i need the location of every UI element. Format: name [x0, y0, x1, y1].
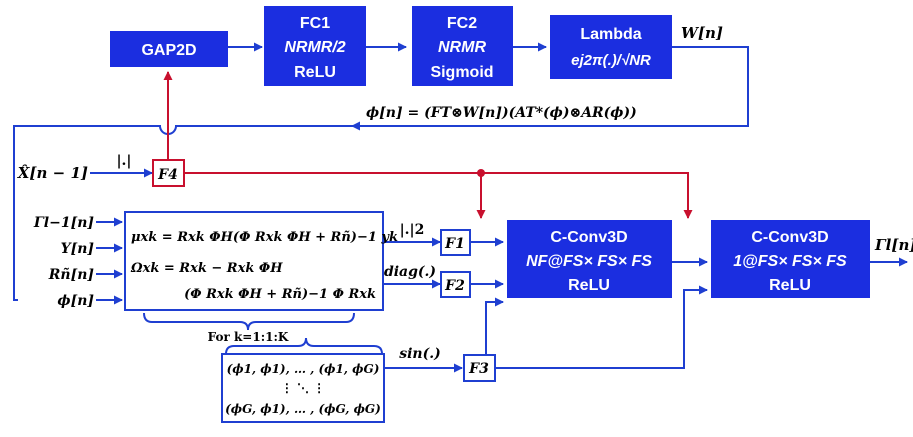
fc1-formula: NRMR/2: [284, 39, 345, 56]
f4-block: F4: [152, 159, 185, 187]
f1-label: F1: [444, 236, 465, 252]
grid-row-2: ⋮ ⋱ ⋮: [281, 381, 325, 395]
fc1-title: FC1: [300, 15, 330, 32]
diag-operator-label: diag(.): [384, 264, 436, 280]
wire-phi-trunk: [13, 125, 352, 301]
abs-squared-operator-label: |.|2: [400, 222, 425, 238]
abs-operator-label: |.|: [116, 153, 131, 169]
omega-equation-2: (Φ Rxk ΦH + Rñ)−1 Φ Rxk: [184, 287, 376, 302]
wire-w-feedback: [351, 46, 749, 131]
wire-f3-conv2: [495, 285, 708, 369]
grid-row-1: (ϕ1, ϕ1), … , (ϕ1, ϕG): [227, 362, 380, 376]
y-input-label: Y[n]: [61, 241, 95, 257]
fc2-formula: NRMR: [438, 39, 486, 56]
f2-block: F2: [440, 271, 471, 298]
phi-equation: ϕ[n] = (FT⊗W[n])(AT*(ϕ)⊗AR(ϕ)): [366, 105, 637, 121]
w-output-label: W[n]: [681, 24, 723, 42]
fc2-block: FC2 NRMR Sigmoid: [412, 6, 513, 86]
cconv2-title: C-Conv3D: [751, 229, 828, 246]
gap2d-block: GAP2D: [110, 31, 228, 67]
f3-label: F3: [468, 361, 489, 377]
fc1-block: FC1 NRMR/2 ReLU: [264, 6, 366, 86]
red-wires: [163, 71, 693, 219]
gap2d-title: GAP2D: [141, 42, 196, 59]
cconv-block-2: C-Conv3D 1@FS× FS× FS ReLU: [711, 220, 870, 298]
grid-row-3: (ϕG, ϕ1), … , (ϕG, ϕG): [225, 402, 381, 416]
f2-label: F2: [444, 278, 465, 294]
gamma-output-label: Γl[n]: [874, 236, 913, 254]
mu-equation: μxk = Rxk ΦH(Φ Rxk ΦH + Rñ)−1 yk: [131, 230, 398, 245]
equation-box: μxk = Rxk ΦH(Φ Rxk ΦH + Rñ)−1 yk Ωxk = R…: [124, 211, 398, 311]
omega-equation-1: Ωxk = Rxk − Rxk ΦH: [130, 261, 283, 276]
blue-wires: [13, 42, 908, 373]
cconv1-title: C-Conv3D: [550, 229, 627, 246]
loop-brace: [143, 312, 355, 331]
fc1-activation: ReLU: [294, 64, 336, 81]
grid-box: (ϕ1, ϕ1), … , (ϕ1, ϕG) ⋮ ⋱ ⋮ (ϕG, ϕ1), ……: [221, 353, 385, 423]
cconv1-formula: NF@FS× FS× FS: [526, 253, 652, 270]
sin-operator-label: sin(.): [399, 346, 441, 362]
lambda-title: Lambda: [580, 26, 641, 43]
junction-dot: [477, 169, 485, 177]
fc2-title: FC2: [447, 15, 477, 32]
fc2-activation: Sigmoid: [430, 64, 493, 81]
cconv-block-1: C-Conv3D NF@FS× FS× FS ReLU: [507, 220, 672, 298]
gamma-prev-input-label: Γl−1[n]: [33, 215, 95, 231]
cconv2-formula: 1@FS× FS× FS: [733, 253, 847, 270]
cconv1-activation: ReLU: [568, 277, 610, 294]
loop-label: For k=1:1:K: [208, 330, 289, 344]
lambda-block: Lambda ej2π(.)/√NR: [550, 15, 672, 79]
cconv2-activation: ReLU: [769, 277, 811, 294]
lambda-formula: ej2π(.)/√NR: [571, 52, 651, 69]
f4-label: F4: [157, 167, 178, 183]
xhat-input-label: X̂[n − 1]: [17, 164, 88, 182]
f3-block: F3: [463, 354, 496, 382]
wire-f4-conv2: [184, 172, 693, 219]
phi-input-label: ϕ[n]: [57, 293, 94, 309]
grid-brace: [225, 337, 383, 355]
rn-input-label: Rñ[n]: [48, 266, 95, 283]
f1-block: F1: [440, 229, 471, 256]
